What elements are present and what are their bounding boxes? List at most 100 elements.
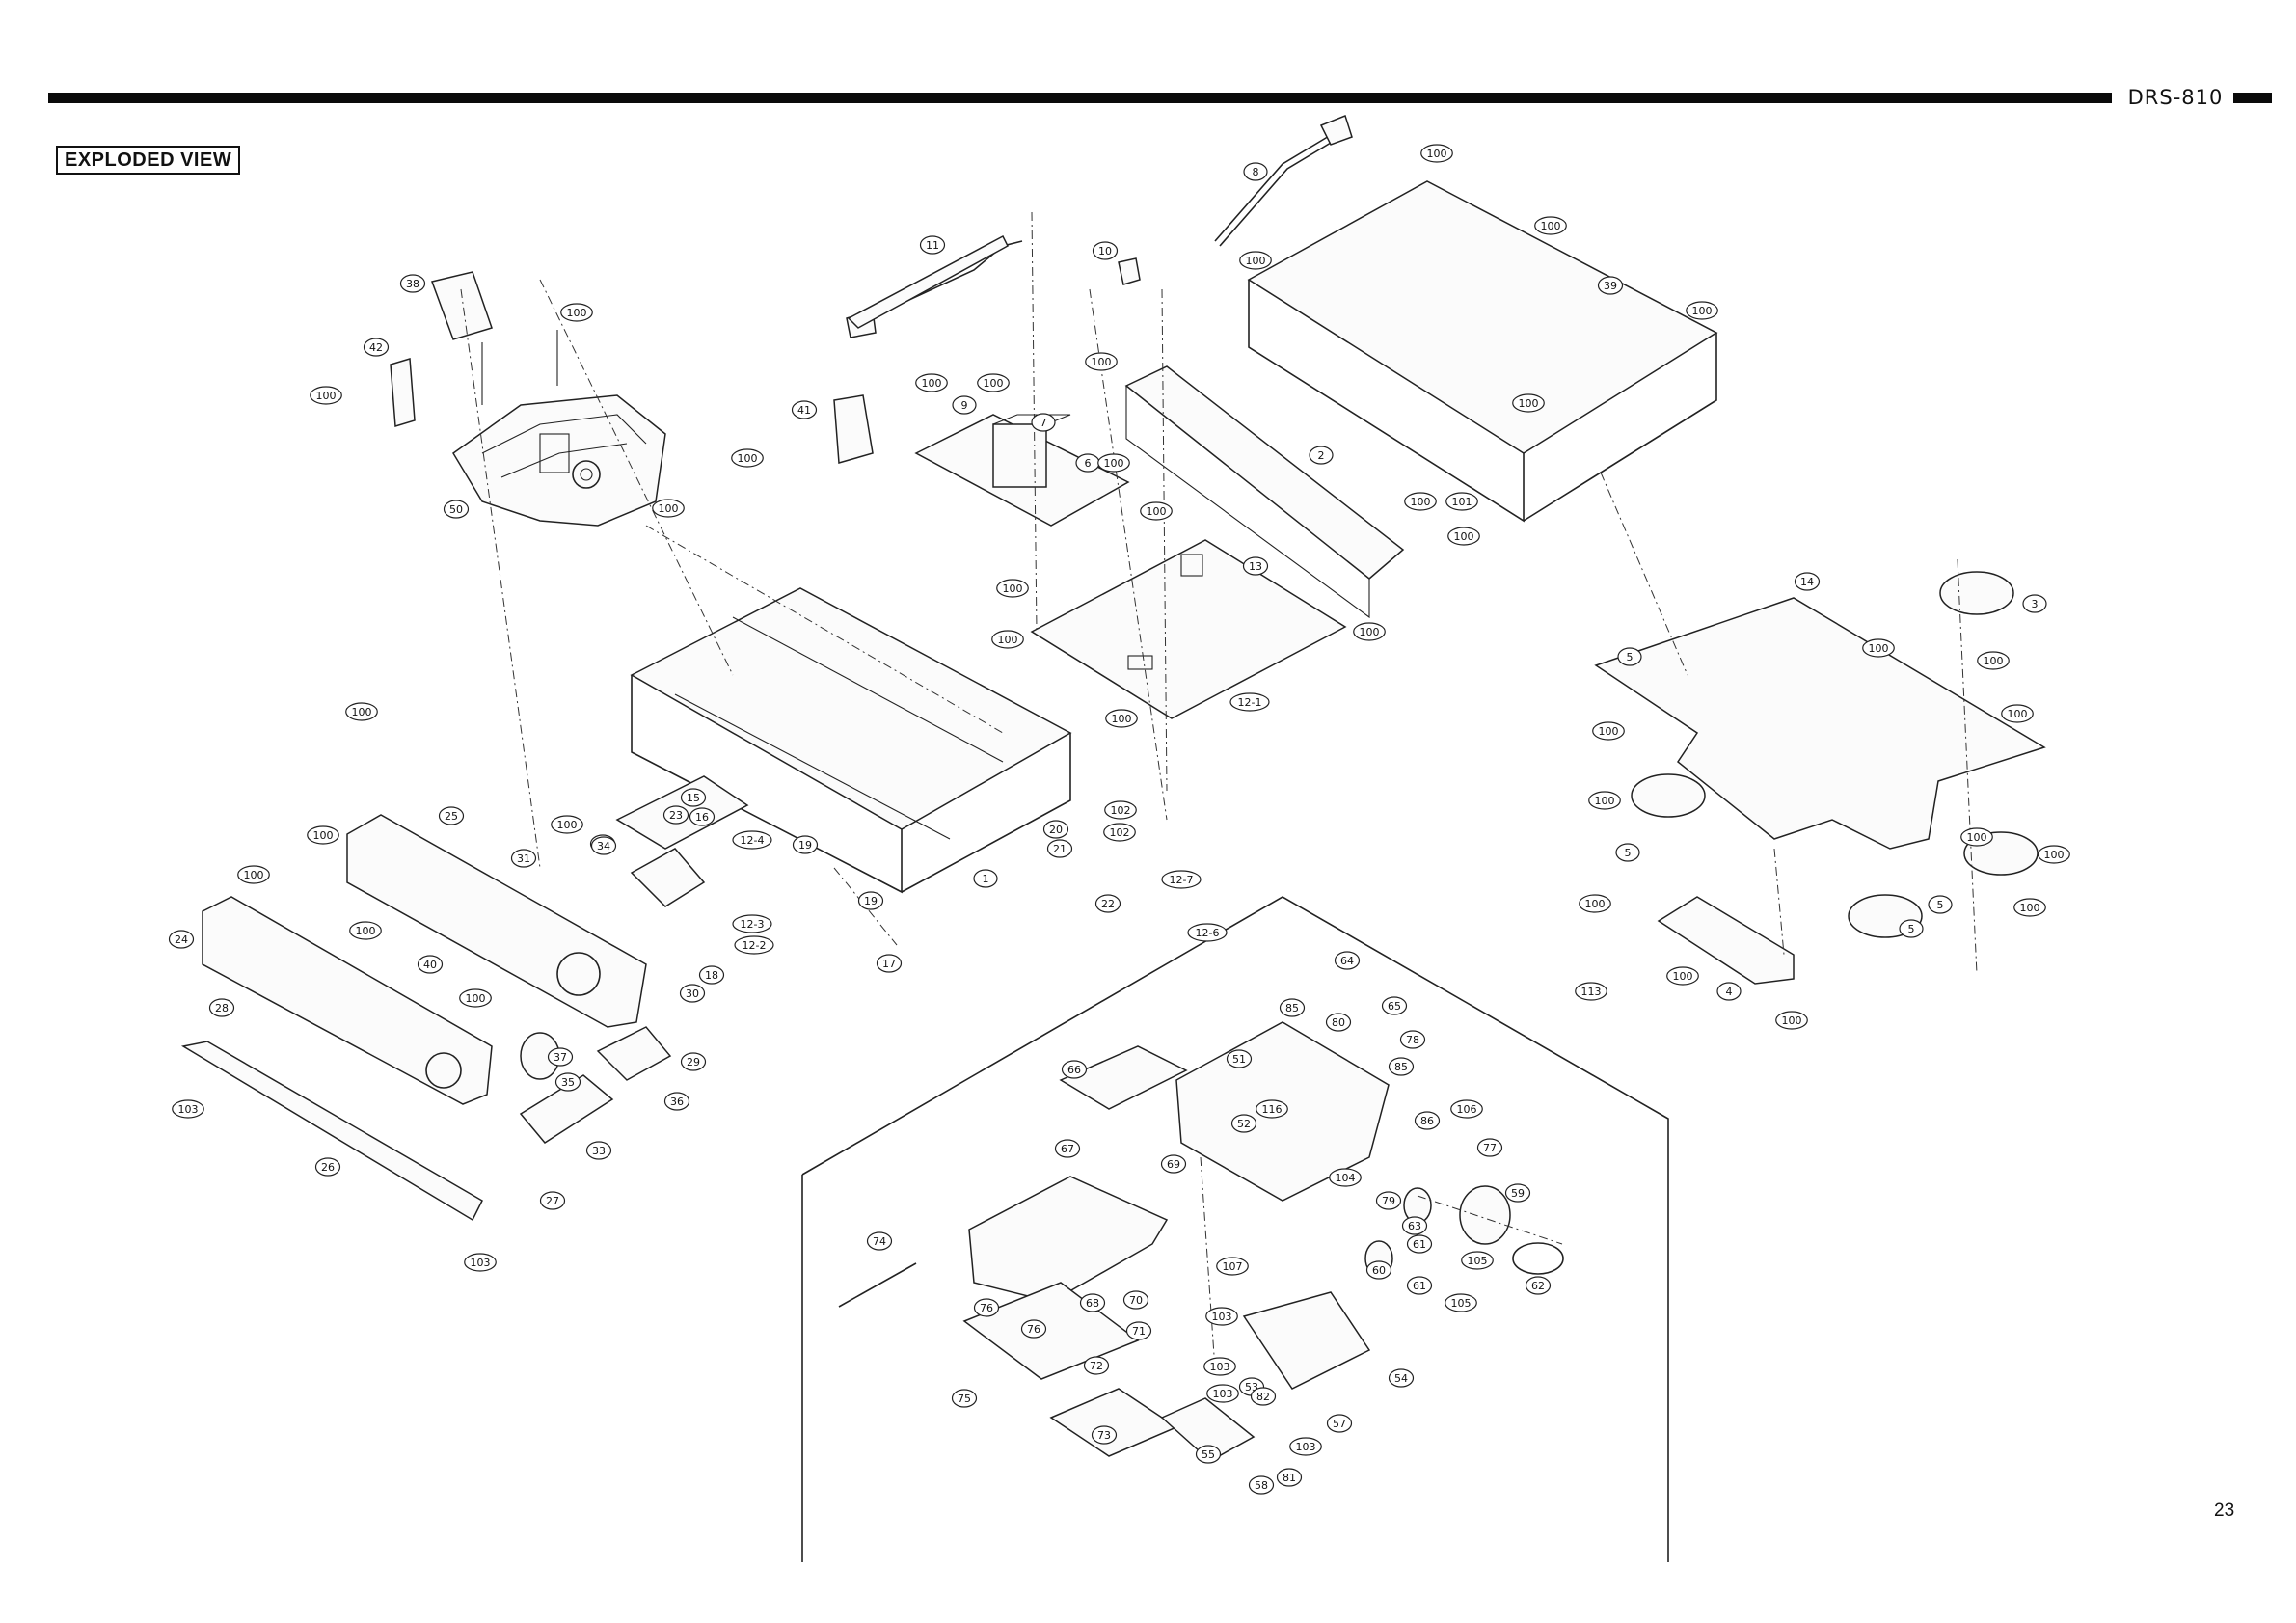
callout-label: 19 xyxy=(864,895,878,907)
callout-100: 100 xyxy=(1512,393,1545,413)
callout-85: 85 xyxy=(1388,1057,1415,1076)
callout-10: 10 xyxy=(1092,241,1119,260)
callout-label: 38 xyxy=(406,278,419,290)
callout-label: 100 xyxy=(1112,713,1132,725)
callout-label: 16 xyxy=(695,811,709,824)
ribbon-cables xyxy=(833,234,1009,464)
callout-label: 69 xyxy=(1167,1158,1180,1171)
callout-ring xyxy=(1476,1138,1503,1157)
callout-ring xyxy=(2022,594,2047,613)
callout-label: 12-7 xyxy=(1170,874,1194,886)
callout-label: 64 xyxy=(1340,955,1354,967)
callout-33: 33 xyxy=(585,1141,612,1160)
callout-label: 61 xyxy=(1413,1238,1426,1251)
main-pcb xyxy=(1030,539,1347,719)
callout-ring xyxy=(1206,1384,1239,1403)
callout-100: 100 xyxy=(1592,721,1625,741)
callout-ring xyxy=(510,849,537,868)
callout-ring xyxy=(1187,923,1228,942)
callout-label: 100 xyxy=(1427,148,1447,160)
callout-62: 62 xyxy=(1525,1276,1552,1295)
callout-81: 81 xyxy=(1276,1468,1303,1487)
callout-label: 23 xyxy=(669,809,683,822)
callout-label: 7 xyxy=(1040,417,1047,429)
callout-100: 100 xyxy=(1666,966,1699,986)
callout-ring xyxy=(345,702,378,721)
callout-label: 41 xyxy=(797,404,811,417)
callout-70: 70 xyxy=(1122,1290,1149,1310)
callout-ring xyxy=(991,630,1024,649)
callout-ring xyxy=(1083,1356,1110,1375)
callout-20: 20 xyxy=(1042,820,1069,839)
callout-ring xyxy=(1104,800,1137,820)
transformer-board xyxy=(914,414,1130,527)
callout-ring xyxy=(172,1099,204,1119)
callout-42: 42 xyxy=(363,338,390,357)
callout-100: 100 xyxy=(1686,301,1718,320)
callout-14: 14 xyxy=(1794,572,1821,591)
callout-ring xyxy=(1334,951,1361,970)
header-rule xyxy=(48,93,2112,103)
callout-ring xyxy=(1279,998,1306,1017)
callout-label: 105 xyxy=(1468,1255,1488,1267)
callout-34: 34 xyxy=(590,836,617,855)
callout-label: 57 xyxy=(1333,1418,1346,1430)
callout-ring xyxy=(1042,820,1069,839)
callout-17: 17 xyxy=(876,954,903,973)
callout-label: 100 xyxy=(998,634,1018,646)
callout-label: 6 xyxy=(1085,457,1092,470)
callout-100: 100 xyxy=(551,815,583,834)
callout-label: 74 xyxy=(873,1235,886,1248)
callout-30: 30 xyxy=(679,984,706,1003)
callout-label: 100 xyxy=(2020,902,2040,914)
callout-label: 100 xyxy=(1782,1014,1802,1027)
callout-ring xyxy=(1097,453,1130,473)
callout-ring xyxy=(1085,352,1118,371)
callout-100: 100 xyxy=(1977,651,2010,670)
callout-100: 100 xyxy=(310,386,342,405)
callout-label: 76 xyxy=(980,1302,993,1314)
callout-label: 36 xyxy=(670,1096,684,1108)
callout-label: 76 xyxy=(1027,1323,1040,1336)
callout-ring xyxy=(1195,1445,1222,1464)
callout-ring xyxy=(1597,276,1624,295)
callout-2: 2 xyxy=(1309,446,1334,465)
callout-label: 100 xyxy=(1541,220,1561,232)
callout-ring xyxy=(663,1092,690,1111)
callout-label: 100 xyxy=(466,992,486,1005)
callout-label: 100 xyxy=(1104,457,1124,470)
callout-37: 37 xyxy=(547,1047,574,1067)
callout-ring xyxy=(585,1141,612,1160)
callout-label: 77 xyxy=(1483,1142,1497,1154)
callout-100: 100 xyxy=(1420,144,1453,163)
callout-ring xyxy=(689,807,716,826)
callout-ring xyxy=(1061,1060,1088,1079)
callout-103: 103 xyxy=(1205,1307,1238,1326)
callout-50: 50 xyxy=(443,500,470,519)
callout-label: 100 xyxy=(1984,655,2004,667)
callout-ring xyxy=(459,988,492,1008)
cd-mechanism-assembly xyxy=(390,271,666,527)
callout-ring xyxy=(1256,1099,1288,1119)
page-number: 23 xyxy=(2214,1501,2235,1521)
callout-label: 100 xyxy=(1673,970,1693,983)
callout-label: 54 xyxy=(1394,1372,1408,1385)
callout-ring xyxy=(1899,919,1924,938)
callout-100: 100 xyxy=(977,373,1010,392)
callout-ring xyxy=(2038,845,2070,864)
callout-label: 34 xyxy=(597,840,610,852)
callout-label: 5 xyxy=(1937,899,1944,911)
callout-ring xyxy=(1046,839,1073,858)
callout-86: 86 xyxy=(1414,1111,1441,1130)
callout-label: 39 xyxy=(1604,280,1617,292)
callout-ring xyxy=(443,500,470,519)
callout-label: 102 xyxy=(1111,804,1131,817)
callout-8: 8 xyxy=(1243,162,1268,181)
callout-ring xyxy=(1031,413,1056,432)
callout-label: 86 xyxy=(1420,1115,1434,1127)
callout-100: 100 xyxy=(1534,216,1567,235)
callout-ring xyxy=(876,954,903,973)
callout-ring xyxy=(1326,1414,1353,1433)
callout-ring xyxy=(464,1253,497,1272)
callout-ring xyxy=(1216,1257,1249,1276)
